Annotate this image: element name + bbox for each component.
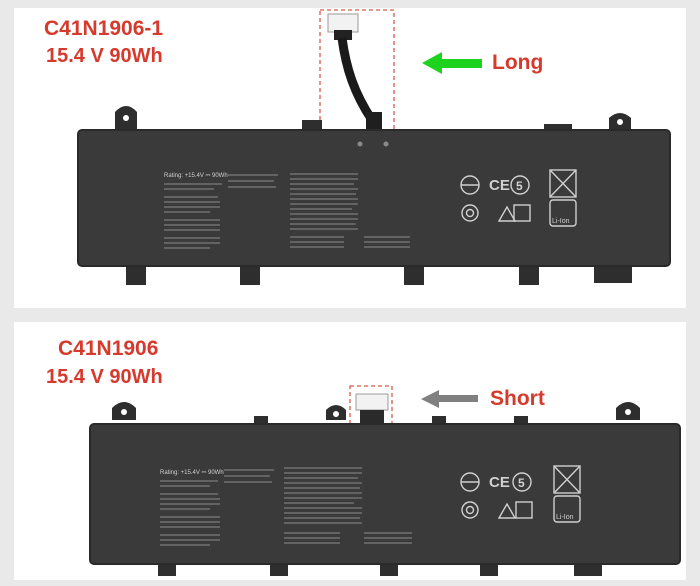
li-ion-label: Li-Ion [552,218,570,225]
battery-image-bottom: Rating: +15.4V ⎓ 90Wh [89,385,681,576]
recycle-number: 5 [518,476,525,490]
battery-image-top: Rating: +15.4V ⎓ 90Wh [77,9,671,285]
battery-cable [327,13,382,132]
bottom-panel: C41N1906 15.4 V 90Wh Short [14,322,686,580]
arrow-left-icon [422,52,482,74]
highlight-box [349,385,393,441]
spec-label: 15.4 V 90Wh [46,45,163,67]
cable-length-label: Long [492,51,544,74]
li-ion-label: Li-Ion [556,514,574,521]
top-panel: C41N1906-1 15.4 V 90Wh Long [14,8,686,308]
model-label: C41N1906 [58,337,159,360]
rating-text: Rating: +15.4V ⎓ 90Wh [160,470,224,476]
model-label: C41N1906-1 [44,17,164,40]
arrow-left-icon [421,390,478,408]
battery-body [78,130,670,266]
label-text-lines [160,467,412,546]
rating-text: Rating: +15.4V ⎓ 90Wh [164,173,228,179]
certification-marks [460,169,577,227]
recycle-number: 5 [516,179,523,193]
battery-body [90,424,680,564]
cable-length-label: Short [490,387,545,410]
spec-label: 15.4 V 90Wh [46,366,163,388]
ce-mark: CE [489,177,510,194]
ce-mark: CE [489,474,510,491]
certification-marks [460,465,581,523]
label-text-lines [164,173,410,249]
